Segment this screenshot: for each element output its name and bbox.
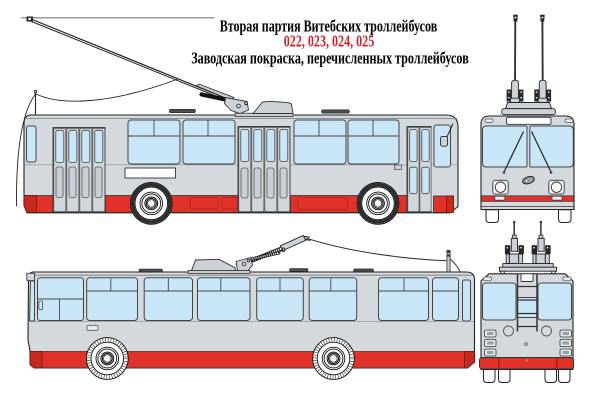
svg-text:Заводская покраска, перечислен: Заводская покраска, перечисленных тролле… — [191, 48, 469, 67]
svg-text:Вторая партия Витебских тролле: Вторая партия Витебских троллейбусов — [220, 16, 438, 35]
svg-text:022, 023, 024, 025: 022, 023, 024, 025 — [284, 32, 375, 51]
